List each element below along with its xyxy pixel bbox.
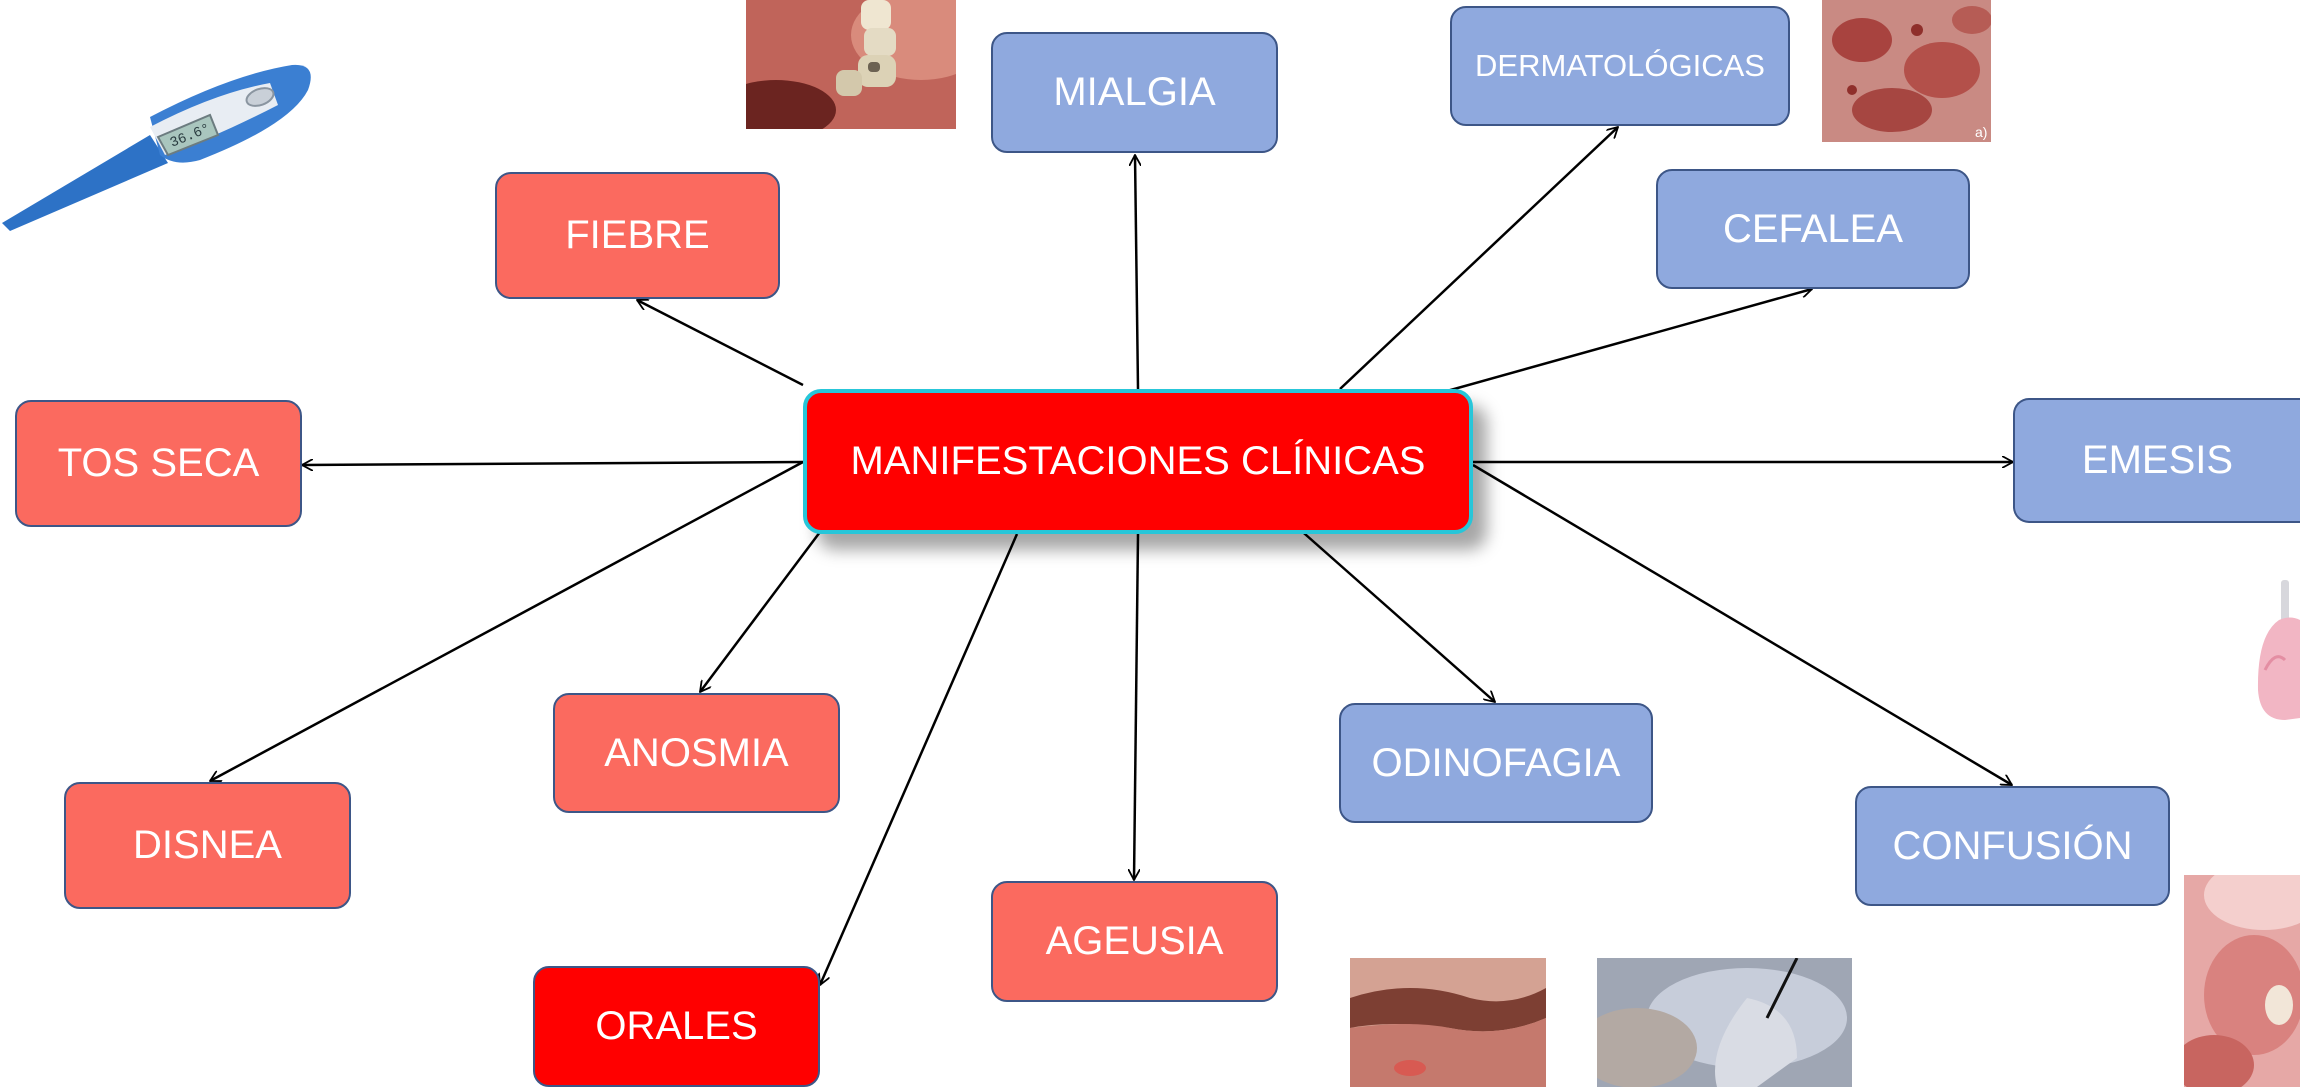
arrow-orales [820, 533, 1019, 985]
arrow-ageusia [1134, 533, 1138, 880]
node-ageusia-label: AGEUSIA [1045, 919, 1224, 963]
node-dermatologicas: DERMATOLÓGICAS [1450, 6, 1790, 126]
lungs-image [2257, 580, 2300, 720]
node-cefalea-label: CEFALEA [1722, 206, 1904, 251]
node-anosmia-label: ANOSMIA [604, 730, 789, 775]
arrow-anosmia [700, 531, 821, 692]
node-mialgia: MIALGIA [991, 32, 1278, 153]
photo-mouth-exam [1597, 958, 1852, 1087]
photo-oral-lesion [2184, 875, 2300, 1087]
arrow-cefalea [1446, 289, 1812, 393]
photo-lip-lesion [1350, 958, 1546, 1087]
arrow-disnea [210, 460, 804, 783]
node-confusion-label: CONFUSIÓN [1892, 823, 2133, 868]
photo-label: a) [1975, 124, 1987, 140]
thermometer-image: 36.6° [2, 64, 311, 231]
node-tos-seca-label: TOS SECA [57, 441, 260, 485]
node-odinofagia-label: ODINOFAGIA [1371, 740, 1621, 785]
photo-teeth [746, 0, 956, 129]
node-orales-label: ORALES [595, 1004, 758, 1048]
center-node-label: MANIFESTACIONES CLÍNICAS [850, 439, 1426, 483]
node-fiebre-label: FIEBRE [565, 213, 710, 257]
photo-skin-rash: a) [1822, 0, 1991, 142]
arrow-odinofagia [1296, 526, 1495, 702]
node-ageusia: AGEUSIA [991, 881, 1278, 1002]
node-confusion: CONFUSIÓN [1855, 786, 2170, 906]
node-disnea-label: DISNEA [133, 823, 282, 867]
node-emesis-label: EMESIS [2081, 438, 2234, 482]
center-node: MANIFESTACIONES CLÍNICAS [803, 389, 1473, 534]
arrow-tos-seca [302, 462, 804, 465]
node-tos-seca: TOS SECA [15, 400, 302, 527]
node-fiebre: FIEBRE [495, 172, 780, 299]
arrow-mialgia [1135, 155, 1138, 390]
node-anosmia: ANOSMIA [553, 693, 840, 813]
arrow-fiebre [637, 300, 804, 387]
node-disnea: DISNEA [64, 782, 351, 909]
node-cefalea: CEFALEA [1656, 169, 1970, 289]
arrow-dermatologicas [1339, 127, 1618, 390]
node-mialgia-label: MIALGIA [1053, 70, 1216, 114]
node-orales: ORALES [533, 966, 820, 1087]
node-dermatologicas-label: DERMATOLÓGICAS [1475, 48, 1765, 83]
node-odinofagia: ODINOFAGIA [1339, 703, 1653, 823]
node-emesis: EMESIS [2013, 398, 2300, 523]
arrow-confusion [1472, 463, 2012, 787]
